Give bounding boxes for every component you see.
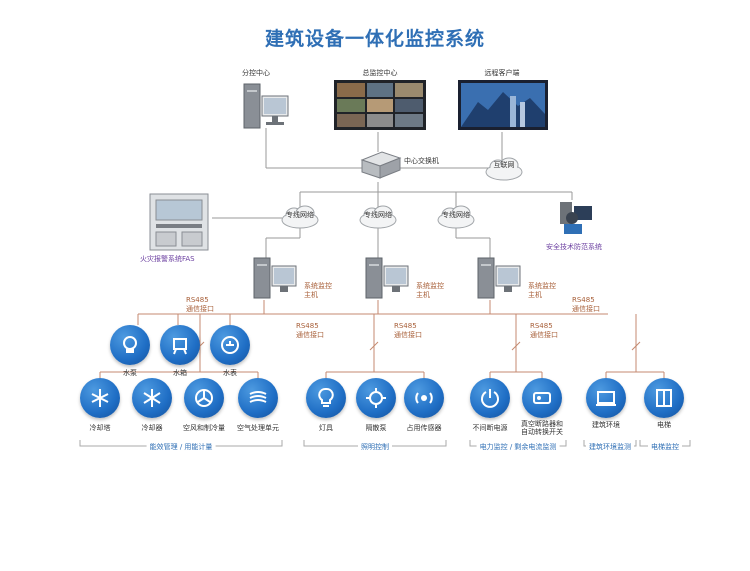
device-label: 水箱	[173, 369, 187, 377]
remote-client-screen-icon	[458, 80, 548, 130]
fire-alarm-cabinet-icon	[149, 193, 209, 251]
category-environment: 建筑环境监测	[586, 442, 634, 452]
private-network-cloud-icon	[281, 205, 319, 229]
elevator-icon	[644, 378, 684, 418]
category-energy: 能效管理 / 用能计量	[146, 442, 216, 452]
page-title: 建筑设备一体化监控系统	[264, 28, 485, 50]
monitoring-host-icon	[477, 257, 521, 299]
rs485-label: RS485 通信接口	[530, 322, 558, 339]
device-label: 不间断电源	[472, 424, 508, 432]
monitoring-host-label: 系统监控 主机	[528, 282, 556, 299]
rs485-label: RS485 通信接口	[394, 322, 422, 339]
internet-cloud-icon	[485, 157, 523, 181]
device-label: 隔散泵	[365, 424, 387, 432]
private-network-label: 专线网络	[364, 211, 392, 219]
branch-center-label: 分控中心	[242, 69, 270, 77]
air-handler-icon	[238, 378, 278, 418]
device-label: 水泵	[123, 369, 137, 377]
device-label: 冷却塔	[89, 424, 111, 432]
category-power: 电力监控 / 剩余电流监测	[476, 442, 560, 452]
device-label: 电梯	[657, 421, 671, 429]
cooling-tower-icon	[80, 378, 120, 418]
rs485-label: RS485 通信接口	[572, 296, 600, 313]
core-switch-label: 中心交换机	[404, 157, 439, 165]
security-system-label: 安全技术防范系统	[546, 243, 602, 251]
device-label: 真空断路器和 自动转换开关	[521, 420, 563, 436]
main-center-screen-icon	[334, 80, 426, 130]
fire-alarm-label: 火灾报警系统FAS	[140, 255, 195, 263]
chiller-icon	[132, 378, 172, 418]
main-center-label: 总监控中心	[362, 69, 398, 77]
vacuum-breaker-icon	[522, 378, 562, 418]
water-pump-icon	[110, 325, 150, 365]
device-label: 建筑环境	[592, 421, 620, 429]
monitoring-host-label: 系统监控 主机	[304, 282, 332, 299]
security-workstation-icon	[560, 202, 592, 234]
monitoring-host-icon	[253, 257, 297, 299]
ups-power-icon	[470, 378, 510, 418]
device-label: 水表	[223, 369, 237, 377]
occupancy-sensor-icon	[404, 378, 444, 418]
water-meter-icon	[210, 325, 250, 365]
rs485-label: RS485 通信接口	[186, 296, 214, 313]
private-network-label: 专线网络	[442, 211, 470, 219]
private-network-cloud-icon	[437, 205, 475, 229]
device-label: 灯具	[319, 424, 333, 432]
building-environment-icon	[586, 378, 626, 418]
category-elevator: 电梯监控	[648, 442, 682, 452]
private-network-cloud-icon	[359, 205, 397, 229]
monitoring-host-label: 系统监控 主机	[416, 282, 444, 299]
device-label: 冷却器	[141, 424, 163, 432]
private-network-label: 专线网络	[286, 211, 314, 219]
remote-client-label: 远程客户端	[484, 69, 520, 77]
pump-gear-icon	[356, 378, 396, 418]
category-lighting: 照明控制	[358, 442, 392, 452]
rs485-label: RS485 通信接口	[296, 322, 324, 339]
core-switch-icon	[360, 151, 402, 179]
fan-coil-icon	[184, 378, 224, 418]
device-label: 空气处理单元	[237, 424, 279, 432]
light-bulb-icon	[306, 378, 346, 418]
internet-label: 互联网	[493, 161, 515, 169]
device-label: 空风和制冷量	[183, 424, 225, 432]
water-tank-icon	[160, 325, 200, 365]
monitoring-host-icon	[365, 257, 409, 299]
device-label: 占用传感器	[406, 424, 442, 432]
branch-center-pc-icon	[243, 83, 289, 129]
